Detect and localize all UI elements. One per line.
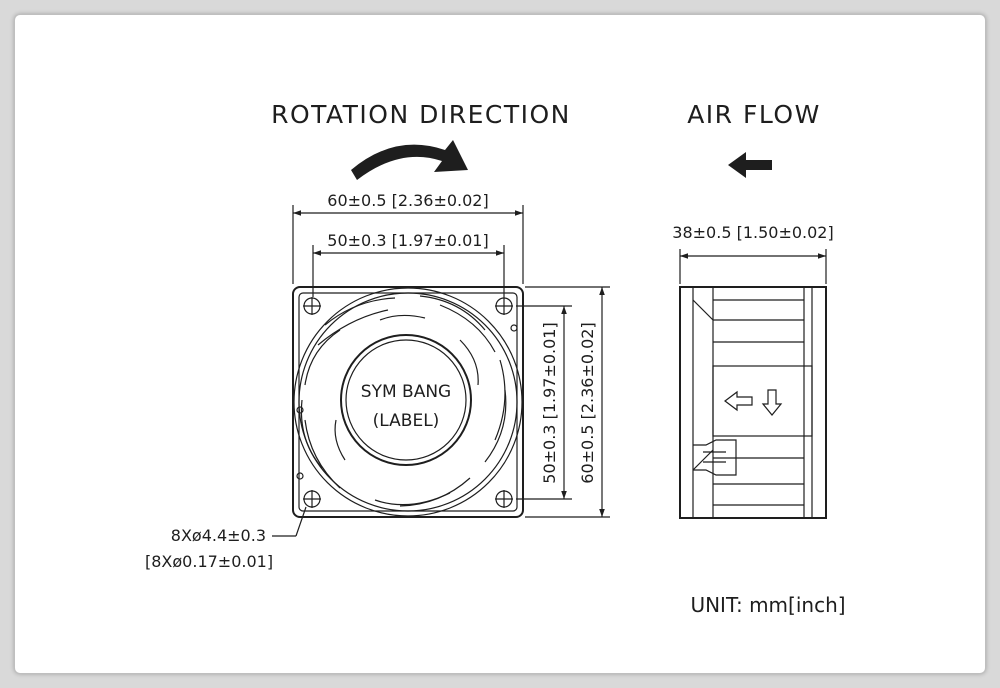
- holes-mm-label: 8Xø4.4±0.3: [171, 526, 266, 545]
- rotation-direction-title: ROTATION DIRECTION: [271, 100, 571, 129]
- holes-inch-label: [8Xø0.17±0.01]: [145, 552, 273, 571]
- front-width-inner-label: 50±0.3 [1.97±0.01]: [327, 231, 488, 250]
- front-width-outer-label: 60±0.5 [2.36±0.02]: [327, 191, 488, 210]
- hollow-arrow-left-icon: [724, 390, 753, 412]
- side-dimension-lines: [679, 249, 827, 284]
- side-depth-label: 38±0.5 [1.50±0.02]: [672, 223, 833, 242]
- air-flow-title: AIR FLOW: [687, 100, 821, 129]
- mounting-holes: [303, 297, 513, 508]
- label-line-2: (LABEL): [373, 411, 440, 431]
- fan-side-view: [679, 286, 827, 519]
- front-dimension-lines: [292, 205, 610, 518]
- front-height-inner-label: 50±0.3 [1.97±0.01]: [540, 322, 559, 483]
- fan-front-view: SYM BANG (LABEL): [292, 286, 524, 518]
- front-height-outer-label: 60±0.5 [2.36±0.02]: [578, 322, 597, 483]
- hollow-arrow-down-icon: [761, 389, 783, 416]
- fan-blades: [300, 295, 507, 507]
- unit-label: UNIT: mm[inch]: [690, 593, 845, 617]
- label-line-1: SYM BANG: [361, 382, 451, 402]
- curved-arrow-right-icon: [351, 140, 468, 180]
- arrow-left-icon: [728, 152, 772, 178]
